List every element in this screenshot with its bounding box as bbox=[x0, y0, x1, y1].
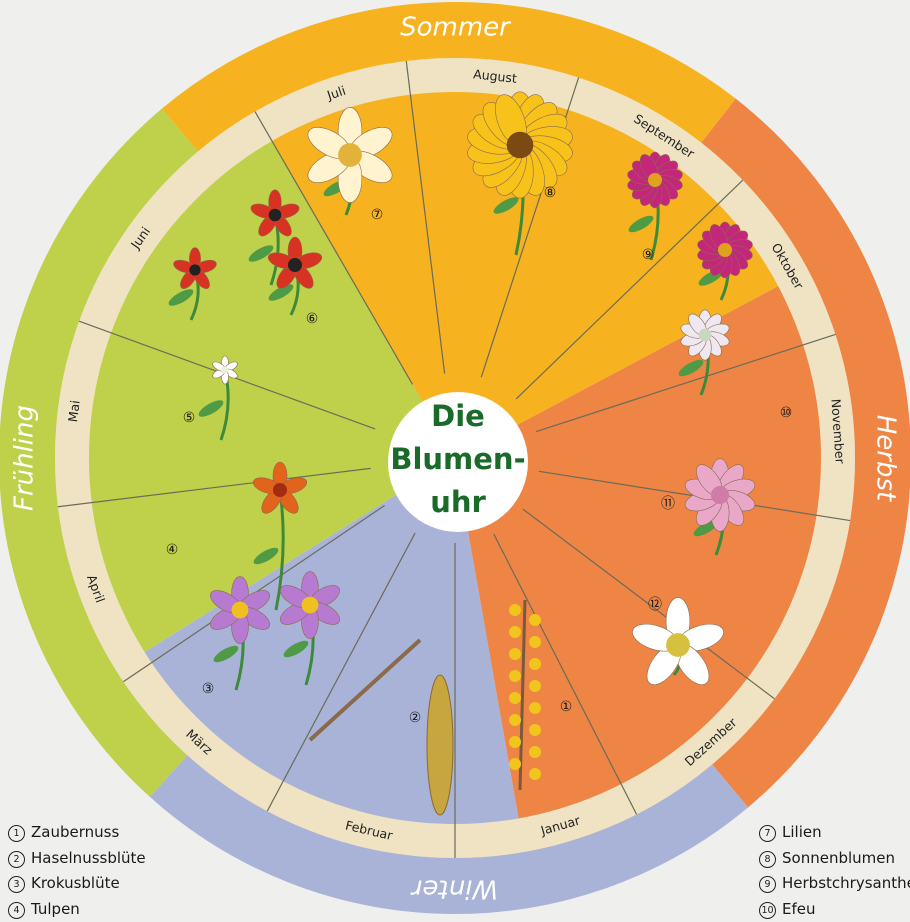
legend-item: 1 Zaubernuss bbox=[8, 820, 146, 846]
legend-number: 2 bbox=[8, 851, 25, 868]
legend-label: Tulpen bbox=[31, 900, 80, 918]
flower-number-marker: ⑩ bbox=[780, 405, 793, 421]
flower-number-marker: ③ bbox=[202, 681, 215, 697]
flower-number-marker: ⑦ bbox=[371, 207, 384, 223]
legend-label: Herbstchrysanthemen bbox=[782, 874, 910, 892]
legend-item: 2 Haselnussblüte bbox=[8, 846, 146, 872]
legend-right: 7 Lilien 8 Sonnenblumen 9 Herbstchrysanthem… bbox=[759, 820, 910, 922]
legend-label: Efeu bbox=[782, 900, 816, 918]
legend-number: 9 bbox=[759, 876, 776, 893]
legend-number: 8 bbox=[759, 851, 776, 868]
flower-number-marker: ① bbox=[560, 699, 573, 715]
legend-label: Lilien bbox=[782, 823, 822, 841]
month-label: Mai bbox=[65, 399, 83, 423]
legend-item: 3 Krokusblüte bbox=[8, 871, 146, 897]
title-line-1: Die bbox=[431, 399, 485, 433]
season-label: Herbst bbox=[871, 415, 901, 502]
season-label: Winter bbox=[410, 874, 499, 904]
legend-number: 1 bbox=[8, 825, 25, 842]
legend-item: 7 Lilien bbox=[759, 820, 910, 846]
flower-number-marker: ⑧ bbox=[544, 185, 557, 201]
legend-number: 3 bbox=[8, 876, 25, 893]
legend-item: 9 Herbstchrysanthemen bbox=[759, 871, 910, 897]
legend-label: Haselnussblüte bbox=[31, 849, 146, 867]
legend-left: 1 Zaubernuss 2 Haselnussblüte 3 Krokusblüte… bbox=[8, 820, 146, 922]
flower-number-marker: ⑤ bbox=[183, 410, 196, 426]
title-line-2: Blumen- bbox=[390, 442, 525, 476]
flower-number-marker: ⑥ bbox=[306, 311, 319, 327]
flower-number-marker: ⑪ bbox=[661, 496, 675, 512]
flower-number-marker: ⑫ bbox=[648, 597, 662, 613]
flower-number-marker: ② bbox=[409, 710, 422, 726]
flower-number-marker: ④ bbox=[166, 542, 179, 558]
legend-item: 8 Sonnenblumen bbox=[759, 846, 910, 872]
title-line-3: uhr bbox=[430, 485, 486, 519]
legend-number: 7 bbox=[759, 825, 776, 842]
legend-label: Krokusblüte bbox=[31, 874, 120, 892]
legend-label: Zaubernuss bbox=[31, 823, 119, 841]
season-label: Sommer bbox=[400, 13, 512, 43]
season-label: Frühling bbox=[10, 405, 40, 511]
legend-label: Sonnenblumen bbox=[782, 849, 895, 867]
flower-number-marker: ⑨ bbox=[642, 247, 655, 263]
